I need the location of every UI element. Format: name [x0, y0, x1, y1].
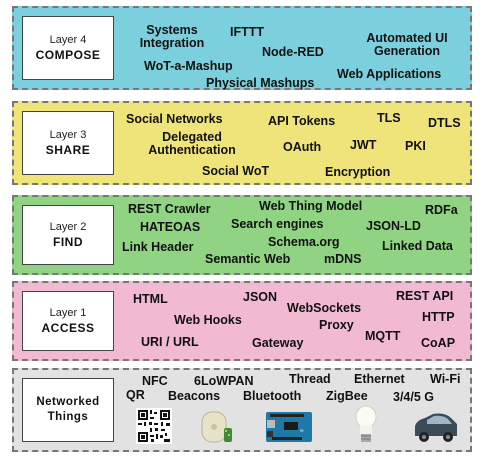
- layer-access: Layer 1 ACCESS HTML JSON REST API WebSoc…: [12, 281, 472, 361]
- term-ethernet: Ethernet: [354, 372, 405, 386]
- term-http: HTTP: [422, 310, 455, 324]
- term-gateway: Gateway: [252, 336, 304, 350]
- term-websockets: WebSockets: [287, 301, 362, 315]
- term-jwt: JWT: [350, 138, 377, 152]
- term-nfc: NFC: [142, 374, 168, 388]
- term-mqtt: MQTT: [365, 329, 401, 343]
- svg-text:∞: ∞: [300, 428, 304, 434]
- term-delegated-authentication: Delegated Authentication: [148, 130, 236, 157]
- term-html: HTML: [133, 292, 168, 306]
- term-encryption: Encryption: [325, 165, 391, 179]
- term-semantic-web: Semantic Web: [205, 252, 291, 266]
- term-beacons: Beacons: [168, 389, 221, 403]
- layer-number: Layer 2: [49, 221, 87, 233]
- term-node-red: Node-RED: [262, 45, 324, 59]
- term-rdfa: RDFa: [425, 203, 458, 217]
- layer-number: Layer 4: [49, 34, 87, 46]
- term-link-header: Link Header: [122, 240, 194, 254]
- term-json: JSON: [243, 290, 278, 304]
- term-hateoas: HATEOAS: [140, 220, 201, 234]
- term-schema-org: Schema.org: [268, 235, 340, 249]
- term-ifttt: IFTTT: [230, 25, 265, 39]
- layer-access-label: Layer 1 ACCESS: [22, 291, 114, 351]
- term-web-hooks: Web Hooks: [174, 313, 242, 327]
- term-coap: CoAP: [421, 336, 456, 350]
- layer-find-label: Layer 2 FIND: [22, 205, 114, 265]
- term-json-ld: JSON-LD: [366, 219, 421, 233]
- term-systems-integration: Systems Integration: [139, 23, 205, 50]
- smart-bulb-icon: [355, 405, 377, 442]
- term-thread: Thread: [289, 372, 331, 386]
- term-physical-mashups: Physical Mashups: [206, 76, 315, 90]
- term-qr: QR: [126, 388, 145, 402]
- term-bluetooth: Bluetooth: [243, 389, 302, 403]
- term-wot-a-mashup: WoT-a-Mashup: [144, 59, 233, 73]
- term-uri-url: URI / URL: [141, 335, 199, 349]
- term-oauth: OAuth: [283, 140, 322, 154]
- term-rest-crawler: REST Crawler: [128, 202, 211, 216]
- term-tls: TLS: [377, 111, 401, 125]
- term-web-thing-model: Web Thing Model: [259, 199, 363, 213]
- term-proxy: Proxy: [319, 318, 354, 332]
- layer-find: Layer 2 FIND REST Crawler Web Thing Mode…: [12, 195, 472, 275]
- term-linked-data: Linked Data: [382, 239, 453, 253]
- smart-car-icon: [415, 413, 457, 442]
- term-pki: PKI: [405, 139, 426, 153]
- layer-share-label: Layer 3 SHARE: [22, 111, 114, 175]
- layer-things-label: Networked Things: [22, 378, 114, 442]
- layer-compose: Layer 4 COMPOSE Systems Integration IFTT…: [12, 6, 472, 90]
- term-wi-fi: Wi-Fi: [430, 372, 461, 386]
- qr-code-icon: [136, 408, 172, 444]
- term-search-engines: Search engines: [231, 217, 324, 231]
- term-social-networks: Social Networks: [126, 112, 223, 126]
- term-social-wot: Social WoT: [202, 164, 270, 178]
- layer-name: Networked Things: [36, 396, 100, 423]
- term-web-applications: Web Applications: [337, 67, 442, 81]
- term-dtls: DTLS: [428, 116, 461, 130]
- layer-name: COMPOSE: [35, 48, 101, 62]
- term-zigbee: ZigBee: [326, 389, 368, 403]
- term-automated-ui-generation: Automated UI Generation: [366, 31, 448, 58]
- layer-number: Layer 1: [49, 307, 87, 319]
- term-api-tokens: API Tokens: [268, 114, 336, 128]
- layer-name: FIND: [53, 235, 83, 249]
- layer-name: ACCESS: [41, 321, 95, 335]
- beacon-icon: [201, 411, 232, 443]
- term-mdns: mDNS: [324, 252, 362, 266]
- layer-networked-things: Networked Things NFC 6LoWPAN Thread Ethe…: [12, 368, 472, 452]
- arduino-board-icon: ∞: [266, 412, 312, 442]
- term-6lowpan: 6LoWPAN: [194, 374, 254, 388]
- layer-number: Layer 3: [49, 129, 87, 141]
- layer-share: Layer 3 SHARE Social Networks API Tokens…: [12, 101, 472, 185]
- layer-name: SHARE: [45, 143, 91, 157]
- term-345g: 3/4/5 G: [393, 390, 434, 404]
- term-rest-api: REST API: [396, 289, 454, 303]
- layer-compose-label: Layer 4 COMPOSE: [22, 16, 114, 80]
